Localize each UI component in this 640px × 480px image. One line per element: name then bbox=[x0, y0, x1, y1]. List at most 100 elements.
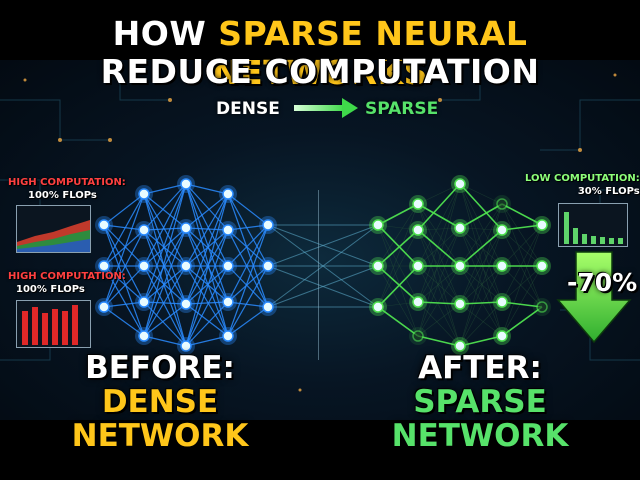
dense-connection bbox=[227, 301, 269, 308]
sparse-neuron bbox=[536, 260, 548, 272]
pruned-connection bbox=[417, 183, 461, 205]
pruned-connection bbox=[417, 183, 461, 267]
dense-connection bbox=[143, 227, 187, 231]
left-top-stat-label: HIGH COMPUTATION: bbox=[8, 177, 126, 188]
dense-connection bbox=[143, 183, 187, 267]
dense-neuron bbox=[138, 260, 150, 272]
sparse-connection bbox=[459, 203, 503, 229]
dense-connection bbox=[227, 193, 269, 308]
sparse-neuron bbox=[454, 178, 466, 190]
left-caption: BEFORE: DENSE NETWORK bbox=[10, 351, 310, 453]
dense-neuron bbox=[138, 330, 150, 342]
dense-connection bbox=[143, 229, 187, 267]
left-bottom-stat-label: HIGH COMPUTATION: bbox=[8, 271, 126, 282]
left-bottom-stat-value: 100% FLOPs bbox=[16, 284, 85, 295]
sparse-neuron bbox=[536, 301, 548, 313]
dense-connection bbox=[103, 193, 145, 267]
dense-neuron bbox=[180, 260, 192, 272]
sparse-neuron bbox=[412, 330, 424, 342]
pruned-connection bbox=[377, 224, 419, 231]
pruned-connection bbox=[417, 265, 461, 305]
pruned-connection bbox=[377, 301, 419, 308]
pruned-connection bbox=[417, 227, 461, 303]
letterbox-bottom bbox=[0, 420, 640, 480]
pruned-connection bbox=[377, 203, 419, 267]
pruned-connection bbox=[417, 183, 461, 337]
dense-connection bbox=[103, 224, 145, 267]
dense-connection bbox=[227, 306, 269, 337]
dense-connection bbox=[143, 193, 187, 267]
dense-connection bbox=[143, 183, 187, 303]
dense-connection bbox=[103, 301, 145, 308]
pruned-connection bbox=[459, 183, 503, 267]
bridge-connection bbox=[267, 265, 379, 308]
dense-connection bbox=[185, 183, 229, 337]
pruned-connection bbox=[377, 229, 419, 308]
pruned-connection bbox=[459, 301, 503, 347]
dense-connection bbox=[103, 224, 145, 303]
pruned-connection bbox=[377, 265, 419, 337]
dense-connection bbox=[227, 193, 269, 267]
dense-connection bbox=[143, 265, 187, 303]
sparse-neuron bbox=[372, 301, 384, 313]
reduction-value: -70% bbox=[567, 268, 638, 297]
thumbnail bbox=[0, 60, 640, 420]
pruned-connection bbox=[459, 203, 503, 347]
dense-connection bbox=[227, 229, 269, 308]
dense-connection bbox=[185, 301, 229, 347]
dense-connection bbox=[185, 335, 229, 347]
sparse-connection bbox=[417, 203, 461, 229]
pruned-connection bbox=[459, 227, 503, 231]
pruned-connection bbox=[417, 265, 461, 347]
area-chart-icon bbox=[16, 205, 91, 253]
pruned-connection bbox=[417, 265, 461, 337]
dense-neuron bbox=[262, 301, 274, 313]
bridge-connection bbox=[267, 224, 379, 308]
sparse-connection bbox=[417, 229, 461, 267]
bridge-connection bbox=[267, 224, 379, 267]
sparse-connection bbox=[377, 306, 419, 337]
sparse-connection bbox=[377, 265, 419, 303]
dense-connection bbox=[185, 265, 229, 305]
pruned-connection bbox=[417, 227, 461, 231]
pruned-connection bbox=[501, 203, 543, 267]
left-bottom-stat: HIGH COMPUTATION: 100% FLOPs bbox=[8, 270, 126, 296]
dense-connection bbox=[185, 193, 229, 229]
sparse-connection bbox=[417, 183, 461, 231]
dense-connection bbox=[185, 183, 229, 303]
left-caption-line-1: BEFORE: bbox=[85, 350, 235, 386]
dense-connection bbox=[143, 227, 187, 267]
dense-connection bbox=[185, 229, 229, 305]
pruned-connection bbox=[459, 229, 503, 305]
dense-connection bbox=[185, 265, 229, 303]
dense-connection bbox=[143, 265, 187, 305]
dense-connection bbox=[227, 224, 269, 337]
dense-connection bbox=[143, 265, 187, 347]
pruned-connection bbox=[501, 265, 543, 303]
dense-neuron bbox=[138, 188, 150, 200]
dense-connection bbox=[143, 229, 187, 305]
sparse-neuron bbox=[412, 260, 424, 272]
dense-connection bbox=[103, 193, 145, 308]
sparse-neuron bbox=[454, 260, 466, 272]
headline-line-2: REDUCE COMPUTATION bbox=[100, 52, 540, 91]
flow-label-dense: DENSE bbox=[216, 99, 280, 119]
sparse-neuron bbox=[496, 296, 508, 308]
dense-connection bbox=[143, 265, 187, 337]
dense-connection bbox=[227, 265, 269, 308]
pruned-connection bbox=[459, 265, 503, 337]
dense-connection bbox=[185, 303, 229, 337]
dense-connection bbox=[143, 227, 187, 303]
dense-connection bbox=[143, 193, 187, 229]
pruned-connection bbox=[377, 224, 419, 337]
pruned-connection bbox=[417, 265, 461, 303]
dense-neuron bbox=[180, 178, 192, 190]
dense-connection bbox=[227, 224, 269, 231]
sparse-connection bbox=[501, 203, 543, 226]
dense-connection bbox=[143, 227, 187, 337]
pruned-connection bbox=[459, 265, 503, 347]
dense-connection bbox=[143, 229, 187, 347]
right-stat-value: 30% FLOPs bbox=[577, 186, 640, 197]
headline-highlight: SPARSE NEURAL NETWORKS bbox=[212, 14, 528, 92]
